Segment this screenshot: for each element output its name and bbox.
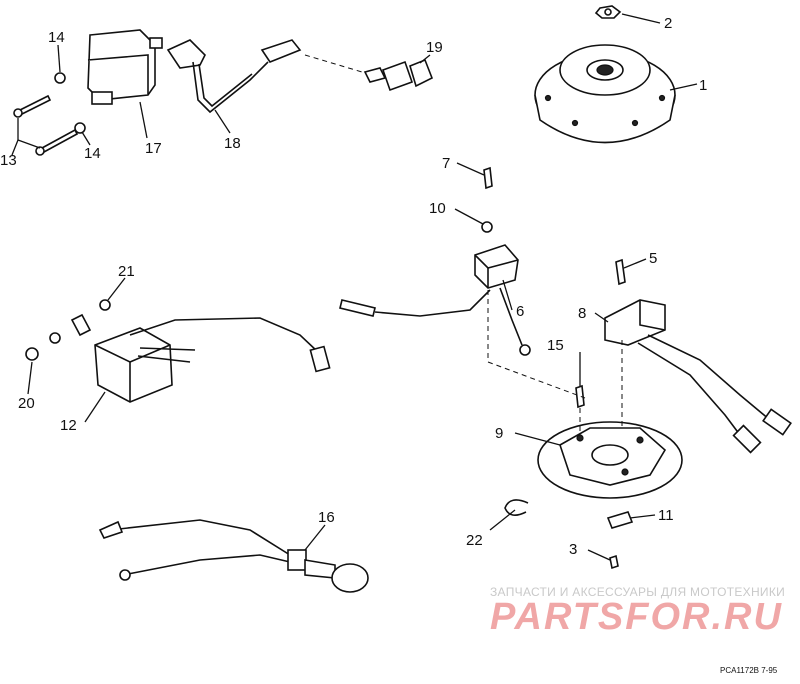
callout-14-bottom: 14 [84, 145, 101, 162]
callout-14-top: 14 [48, 29, 65, 46]
sensor-coil [604, 258, 792, 454]
callout-7: 7 [442, 155, 450, 172]
figure-code: PCA1172B 7-95 [720, 666, 778, 675]
callout-8: 8 [578, 305, 586, 322]
callout-13: 13 [0, 152, 17, 169]
small-screw [609, 554, 619, 570]
callout-17: 17 [145, 140, 162, 157]
spark-plug [363, 58, 434, 92]
watermark-logo: PARTSFOR.RU [490, 596, 783, 638]
callout-labels: 1 2 3 5 6 7 8 9 10 11 12 13 14 14 15 16 … [0, 15, 707, 558]
leader-lines [11, 13, 698, 561]
coil-screws [13, 72, 86, 156]
power-pack [70, 313, 331, 403]
charge-coil [339, 166, 531, 356]
callout-11: 11 [658, 507, 674, 524]
callout-22: 22 [466, 532, 483, 549]
callout-15: 15 [547, 337, 564, 354]
flywheel [534, 44, 676, 144]
callout-12: 12 [60, 417, 77, 434]
watermark-tagline: ЗАПЧАСТИ И АКСЕССУАРЫ ДЛЯ МОТОТЕХНИКИ [490, 585, 786, 599]
callout-18: 18 [224, 135, 241, 152]
nut [594, 5, 622, 19]
retaining-clip [504, 499, 529, 516]
callout-20: 20 [18, 395, 35, 412]
power-pack-fasteners [25, 299, 111, 361]
callout-19: 19 [426, 39, 443, 56]
callout-16: 16 [318, 509, 335, 526]
callout-6: 6 [516, 303, 524, 320]
stop-switch-harness [98, 519, 369, 593]
spark-plug-boot [166, 39, 363, 114]
callout-5: 5 [649, 250, 657, 267]
callout-2: 2 [664, 15, 672, 32]
callout-9: 9 [495, 425, 503, 442]
link [606, 511, 634, 529]
callout-21: 21 [118, 263, 135, 280]
callout-10: 10 [429, 200, 446, 217]
callout-3: 3 [569, 541, 577, 558]
armature-plate [487, 290, 683, 499]
ignition-coil [87, 29, 163, 105]
callout-1: 1 [699, 77, 707, 94]
